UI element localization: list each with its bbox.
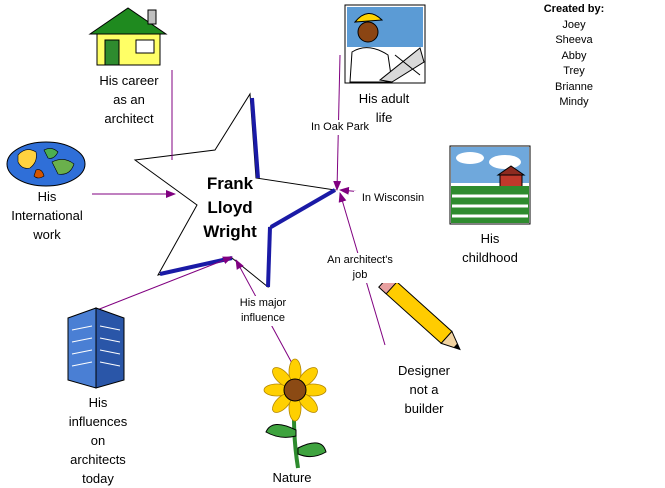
credit-name: Joey [562, 18, 586, 31]
central-star [133, 92, 337, 289]
major-influence-link-label: His major influence [228, 296, 298, 326]
credits-heading: Created by: [543, 3, 605, 15]
architect-job-link-label: An architect's job [314, 253, 406, 283]
pencil-icon [378, 274, 461, 351]
oak-park-link-label: In Oak Park [304, 120, 376, 135]
credit-name: Brianne [555, 80, 593, 93]
credit-name: Trey [563, 65, 585, 77]
credits-block: Created by: Joey Sheeva Abby Trey Briann… [528, 2, 620, 111]
adult-life-label: His adult life [358, 91, 410, 125]
career-label: His career as an architect [99, 73, 159, 126]
house-icon [88, 7, 168, 66]
credit-name: Sheeva [555, 34, 593, 46]
influences-connector [96, 256, 233, 311]
wisconsin-link-label: In Wisconsin [354, 191, 432, 206]
construction-worker-icon [344, 4, 426, 84]
center-topic: Frank Lloyd Wright [203, 174, 257, 241]
international-label: His International work [11, 189, 83, 242]
nature-label: Nature [272, 470, 312, 485]
designer-label: Designer not a builder [397, 363, 451, 416]
sunflower-icon [263, 358, 327, 469]
credit-name: Mindy [559, 96, 589, 108]
skyscraper-icon [67, 307, 125, 389]
farm-icon [449, 145, 531, 225]
childhood-label: His childhood [462, 231, 518, 265]
credit-name: Abby [561, 49, 587, 62]
influences-label: His influences on architects today [68, 395, 128, 486]
world-map-icon [6, 141, 86, 187]
